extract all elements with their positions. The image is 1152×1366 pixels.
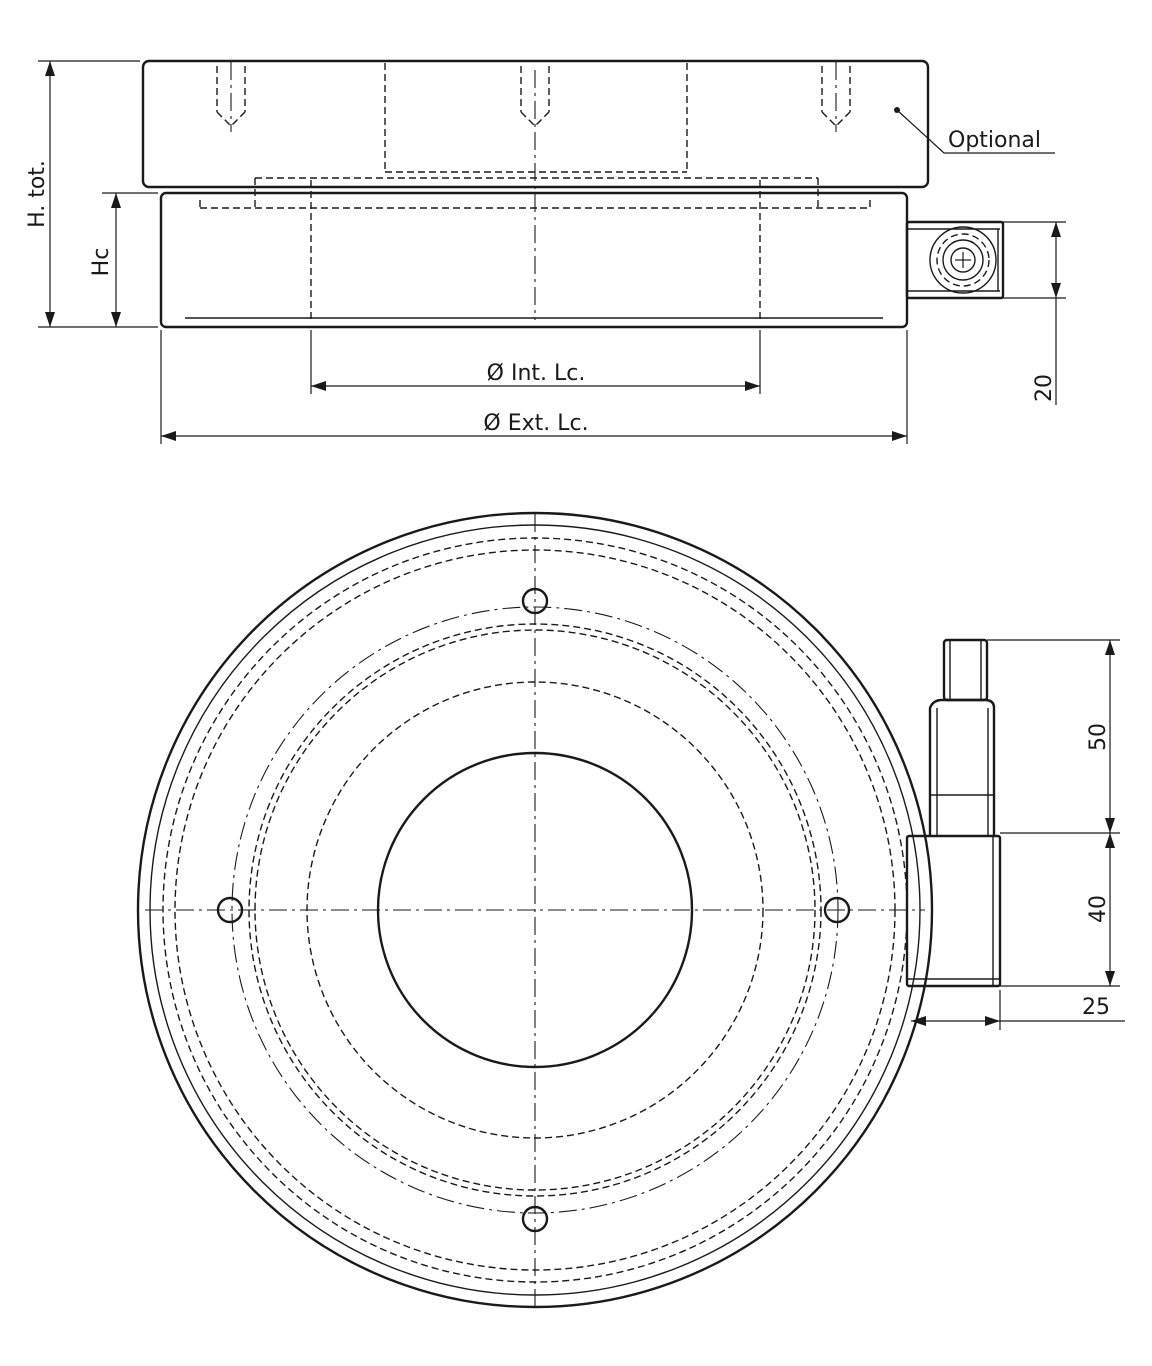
dim-25-label: 25 bbox=[1082, 995, 1110, 1020]
tapped-hole-right bbox=[821, 62, 851, 132]
mounting-hole-right bbox=[823, 896, 851, 924]
int-lc-label: Ø Int. Lc. bbox=[487, 361, 586, 386]
mounting-hole-top bbox=[521, 587, 549, 615]
h-tot-label: H. tot. bbox=[25, 160, 50, 228]
dim-40-label: 40 bbox=[1086, 895, 1111, 923]
dim-hc: Hc bbox=[89, 192, 158, 327]
side-view: Optional H. tot. Hc Ø Int. Lc. bbox=[25, 59, 1066, 444]
dim-20: 20 bbox=[1003, 221, 1066, 405]
hc-label: Hc bbox=[89, 248, 114, 277]
optional-leader: Optional bbox=[894, 107, 1055, 154]
top-view: 50 40 25 bbox=[136, 511, 1125, 1309]
mounting-hole-left bbox=[216, 896, 244, 924]
dim-50-label: 50 bbox=[1086, 723, 1111, 751]
tapped-hole-center bbox=[520, 66, 550, 127]
load-cell-body bbox=[159, 70, 909, 329]
mounting-hole-bottom bbox=[521, 1205, 549, 1233]
dim-h-tot: H. tot. bbox=[25, 60, 158, 328]
dim-20-label: 20 bbox=[1032, 374, 1057, 402]
dim-int-lc: Ø Int. Lc. bbox=[310, 330, 761, 394]
connector-top-view bbox=[905, 638, 1002, 988]
dim-ext-lc: Ø Ext. Lc. bbox=[160, 330, 908, 444]
dim-25: 25 bbox=[911, 990, 1125, 1030]
tapped-hole-left bbox=[216, 62, 246, 132]
connector-side-view bbox=[905, 220, 1005, 300]
dim-50-40: 50 40 bbox=[987, 639, 1120, 987]
optional-label: Optional bbox=[948, 128, 1041, 153]
outer-rim bbox=[136, 511, 934, 1309]
ext-lc-label: Ø Ext. Lc. bbox=[483, 411, 588, 436]
